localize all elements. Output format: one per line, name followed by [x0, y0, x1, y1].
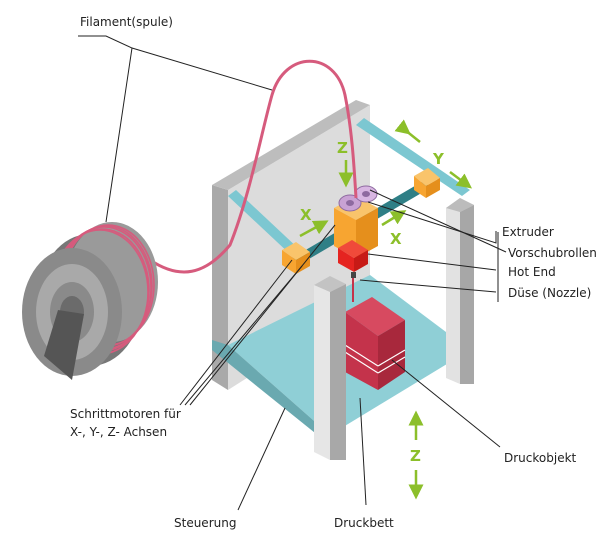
stepper-motor-back — [414, 168, 440, 198]
nozzle — [351, 272, 356, 302]
label-print-object: Druckobjekt — [504, 451, 577, 465]
label-nozzle: Düse (Nozzle) — [508, 286, 591, 300]
label-control: Steuerung — [174, 516, 236, 530]
print-object — [344, 297, 406, 390]
leader-lines — [78, 35, 507, 511]
label-filament-spool: Filament(spule) — [80, 15, 173, 29]
hot-end — [338, 240, 368, 272]
label-stepper-motors-line2: X-, Y-, Z- Achsen — [70, 425, 167, 439]
y-rail-front — [228, 190, 300, 256]
filament-strand — [149, 59, 358, 274]
axis-label-z-bottom: Z — [410, 447, 421, 465]
axis-arrows — [299, 119, 472, 500]
right-pillar — [446, 198, 474, 384]
label-feed-rollers: Vorschubrollen — [508, 246, 597, 260]
axis-label-z-top: Z — [337, 139, 348, 157]
axis-label-x-right: X — [390, 230, 402, 248]
label-stepper-motors-line1: Schrittmotoren für — [70, 407, 181, 421]
label-print-bed: Druckbett — [334, 516, 394, 530]
axis-label-x-top: X — [300, 206, 312, 224]
spool — [22, 222, 158, 380]
y-rail-back — [356, 118, 470, 196]
front-pillar — [314, 276, 346, 460]
label-extruder: Extruder — [502, 225, 554, 239]
feed-rollers — [338, 185, 378, 212]
label-hot-end: Hot End — [508, 265, 556, 279]
axis-label-y: Y — [432, 150, 445, 168]
